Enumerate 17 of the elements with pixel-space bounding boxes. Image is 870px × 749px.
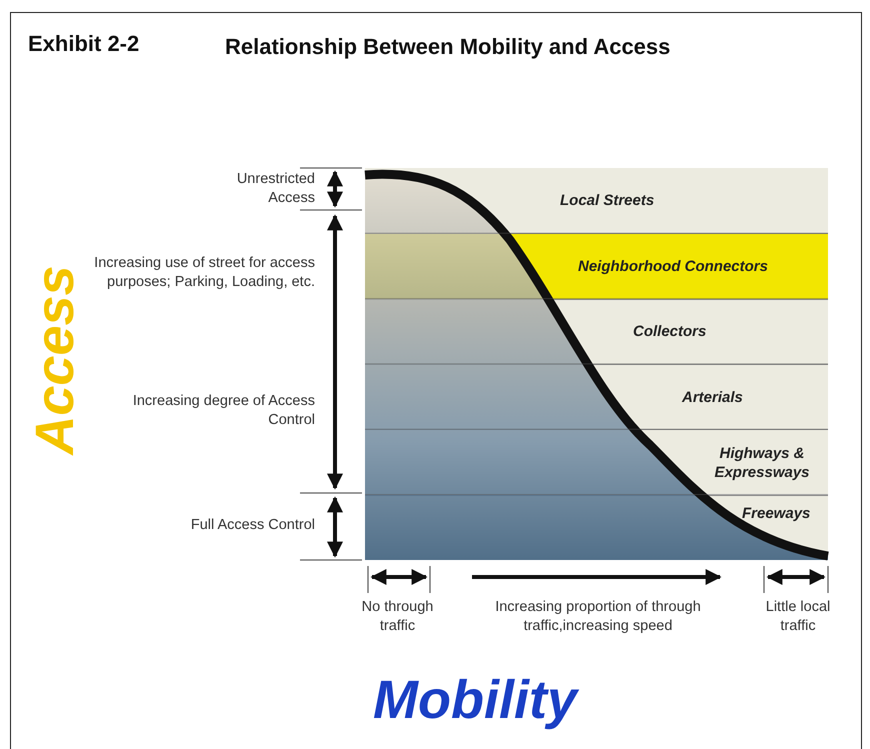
exhibit-number: Exhibit 2-2 xyxy=(28,34,140,53)
axis-note: Increasing use of street for access purposes; Parking, Loading, etc. xyxy=(93,254,315,292)
axis-note: Unrestricted Access xyxy=(236,170,315,208)
axis-note: Increasing degree of Access Control xyxy=(132,392,315,430)
band-label: Collectors xyxy=(633,322,706,342)
axis-title: Mobility xyxy=(300,668,650,732)
band-label: Highways & Expressways xyxy=(713,444,811,482)
axis-note: No through traffic xyxy=(360,598,434,636)
title: Relationship Between Mobility and Access xyxy=(225,34,670,60)
band-label: Arterials xyxy=(682,388,743,407)
axis-title: Access xyxy=(25,264,85,458)
axis-note: Little local traffic xyxy=(764,598,832,636)
band-label: Neighborhood Connectors xyxy=(578,256,768,276)
band-label: Freeways xyxy=(742,504,810,524)
axis-note: Increasing proportion of through traffic,increasing speed xyxy=(494,598,702,636)
band-label: Local Streets xyxy=(560,190,654,210)
axis-note: Full Access Control xyxy=(190,516,315,535)
